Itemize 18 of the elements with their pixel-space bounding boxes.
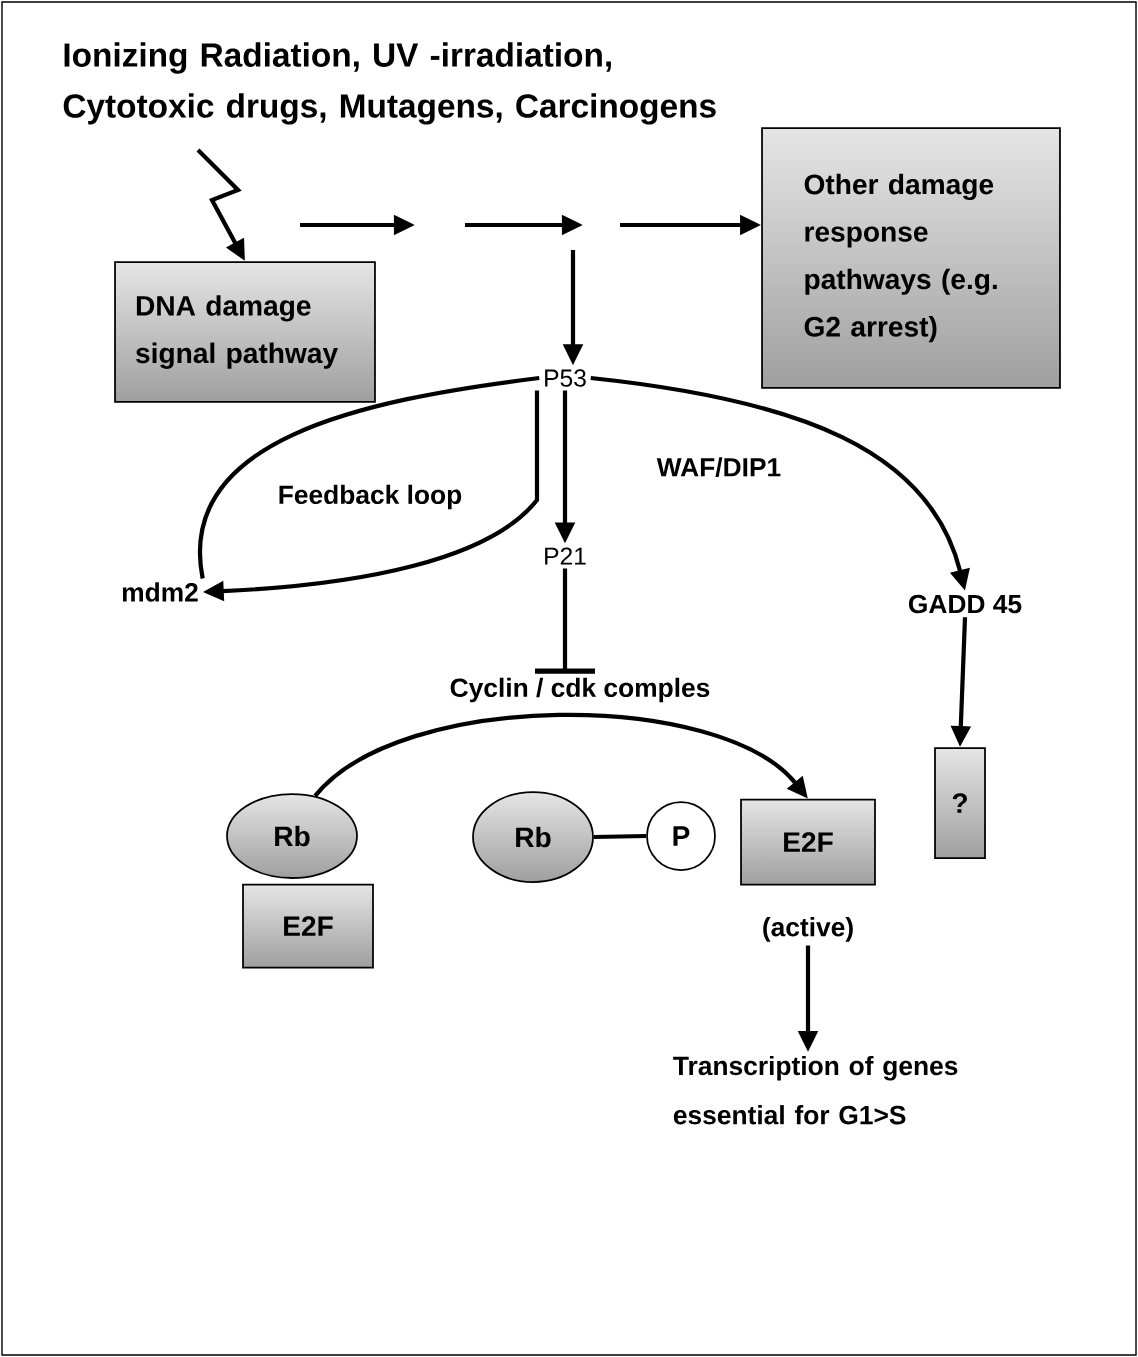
unknown-box: ? [934, 747, 986, 859]
inhibition-line [535, 568, 595, 674]
transcription-text: Transcription of genes essential for G1>S [673, 1055, 958, 1125]
heading-text: Ionizing Radiation, UV -irradiation, Cytotoxic drugs, Mutagens, Carcinogens [63, 42, 716, 125]
loop-label: Feedback loop [279, 484, 462, 510]
protein-label: P21 [545, 547, 586, 565]
protein-label: mdm2 [122, 582, 198, 602]
protein-label: GADD 45 [908, 594, 1022, 614]
complex-label: Cyclin / cdk comples [450, 677, 710, 703]
pathway-box: Other damage response pathways (e.g. G2 arrest) [761, 127, 1061, 389]
protein-box: E2F [740, 798, 876, 886]
pathway-box: DNA damage signal pathway [114, 261, 376, 403]
state-label: (active) [763, 917, 853, 942]
edge-label: WAF/DIP1 [656, 457, 781, 477]
connector-line [198, 375, 540, 579]
protein-label: P53 [545, 369, 586, 387]
connector-line [593, 833, 647, 840]
protein-box: E2F [242, 883, 374, 969]
